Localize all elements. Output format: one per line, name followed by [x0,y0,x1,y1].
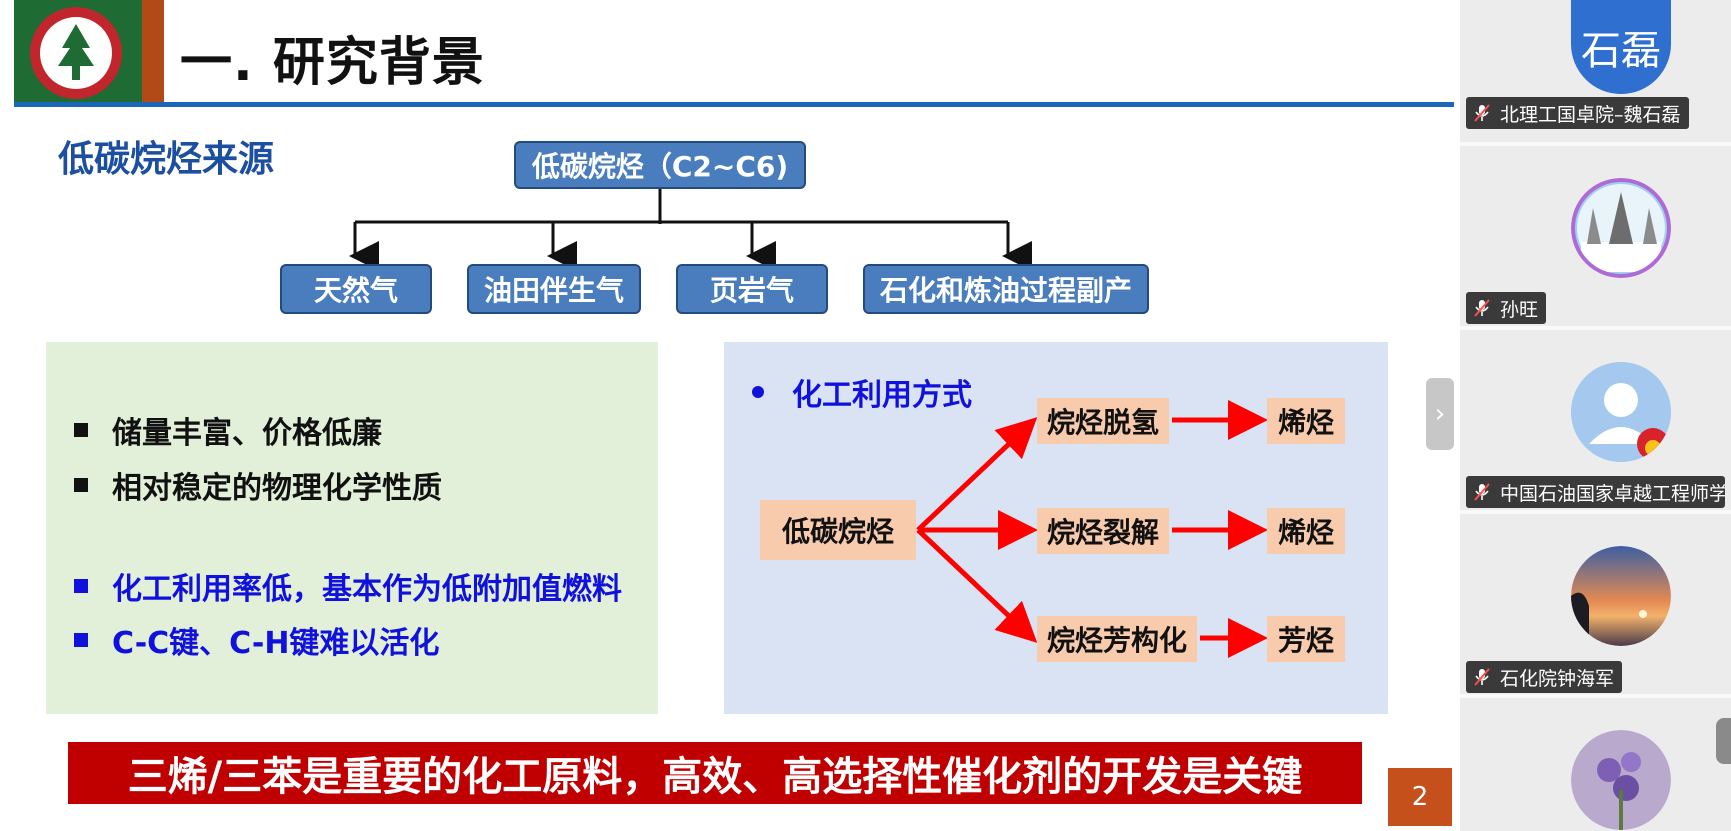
properties-panel [46,342,658,714]
tile-divider [1460,326,1731,330]
chevron-right-icon: › [1434,399,1446,429]
tile-divider [1460,694,1731,698]
participant-name: 中国石油国家卓越工程师学 [1500,482,1725,505]
bullet-item: 相对稳定的物理化学性质 [74,463,442,507]
mic-muted-icon [1474,299,1490,317]
page-number: 2 [1388,768,1452,826]
avatar [1571,362,1671,462]
product-box-olefin: 烯烃 [1267,398,1345,444]
bullet-text: 相对稳定的物理化学性质 [112,471,442,506]
mic-muted-icon [1474,483,1490,501]
source-box-associated-gas: 油田伴生气 [467,264,641,314]
method-heading: 化工利用方式 [752,370,972,414]
conclusion-banner: 三烯/三苯是重要的化工原料，高效、高选择性催化剂的开发是关键 [68,742,1362,804]
source-box-natural-gas: 天然气 [280,264,432,314]
bullet-text: 化工利用率低，基本作为低附加值燃料 [112,572,622,607]
product-box-olefin: 烯烃 [1267,508,1345,554]
process-box-dehydrogenation: 烷烃脱氢 [1037,398,1169,444]
reaction-arrows [916,400,1268,658]
title-underline [14,102,1454,107]
square-bullet-icon [74,478,88,492]
process-box-cracking: 烷烃裂解 [1037,508,1169,554]
participant-name-tag: 石化院钟海军 [1466,661,1623,693]
round-bullet-icon [752,386,764,398]
participant-name: 北理工国卓院–魏石磊 [1500,103,1681,126]
source-box-refinery-byproduct: 石化和炼油过程副产 [863,264,1149,314]
avatar [1571,178,1671,278]
logo-accent-strip [142,0,164,106]
tile-divider [1460,510,1731,514]
tree-root-box: 低碳烷烃（C2~C6) [514,141,806,189]
source-heading: 低碳烷烃来源 [58,139,275,180]
participant-name-tag: 孙旺 [1466,292,1547,324]
square-bullet-icon [74,633,88,647]
tile-divider [1460,142,1731,146]
slide-title: 一. 研究背景 [180,33,485,93]
source-box-shale-gas: 页岩气 [676,264,828,314]
avatar: 石磊 [1571,0,1671,94]
method-heading-text: 化工利用方式 [792,378,972,413]
participant-name: 石化院钟海军 [1500,667,1615,690]
bullet-item: C-C键、C-H键难以活化 [74,618,439,662]
mic-muted-icon [1474,104,1490,122]
avatar [1571,730,1671,830]
product-box-aromatics: 芳烃 [1267,616,1345,662]
participant-name-tag: 中国石油国家卓越工程师学 [1466,476,1725,508]
process-box-aromatization: 烷烃芳构化 [1037,616,1197,662]
bullet-text: C-C键、C-H键难以活化 [112,626,440,661]
bullet-item: 化工利用率低，基本作为低附加值燃料 [74,564,622,608]
participant-name-tag: 北理工国卓院–魏石磊 [1466,97,1689,129]
tree-connectors [349,189,1032,271]
square-bullet-icon [74,579,88,593]
bullet-text: 储量丰富、价格低廉 [112,416,382,451]
participant-name: 孙旺 [1500,298,1539,321]
reaction-source-box: 低碳烷烃 [760,500,916,560]
university-seal-icon [30,7,122,99]
square-bullet-icon [74,423,88,437]
bullet-item: 储量丰富、价格低廉 [74,408,382,452]
collapse-panel-button[interactable]: › [1426,378,1454,450]
panel-edge-handle[interactable] [1716,718,1731,764]
avatar [1571,546,1671,646]
mic-muted-icon [1474,668,1490,686]
